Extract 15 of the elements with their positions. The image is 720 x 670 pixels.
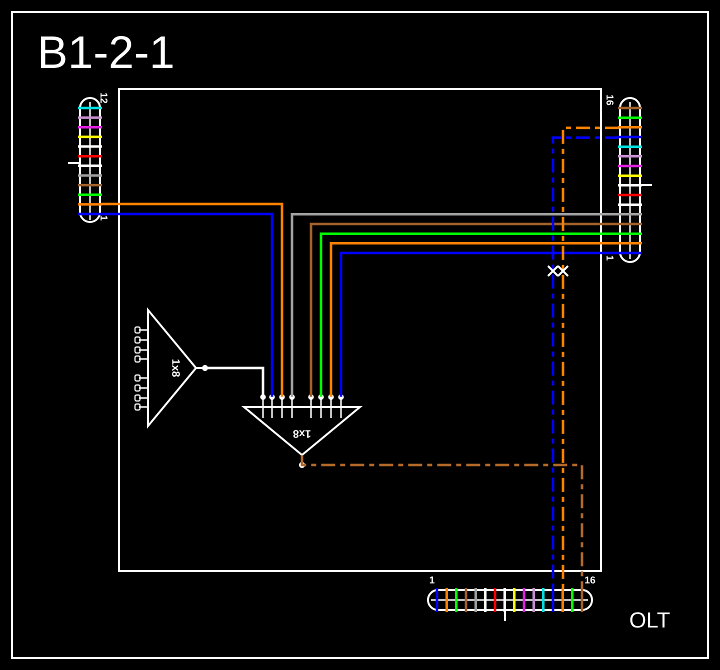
fiber-line — [562, 126, 619, 589]
node-label: 1 — [430, 576, 434, 584]
node-label: 1 — [100, 216, 108, 220]
node-label: 16 — [606, 95, 614, 106]
diagram-title: B1-2-1 — [40, 36, 173, 68]
connector-bar — [68, 97, 102, 223]
node-label: 1 — [606, 256, 614, 260]
label: OLT — [630, 612, 670, 628]
node-label: 12 — [100, 93, 108, 104]
fiber-line — [300, 455, 584, 589]
connector-bar — [427, 588, 593, 621]
fiber-line — [205, 366, 264, 397]
fiber-line — [552, 136, 619, 589]
connector-bar — [618, 97, 652, 263]
node-label: 16 — [585, 576, 596, 584]
